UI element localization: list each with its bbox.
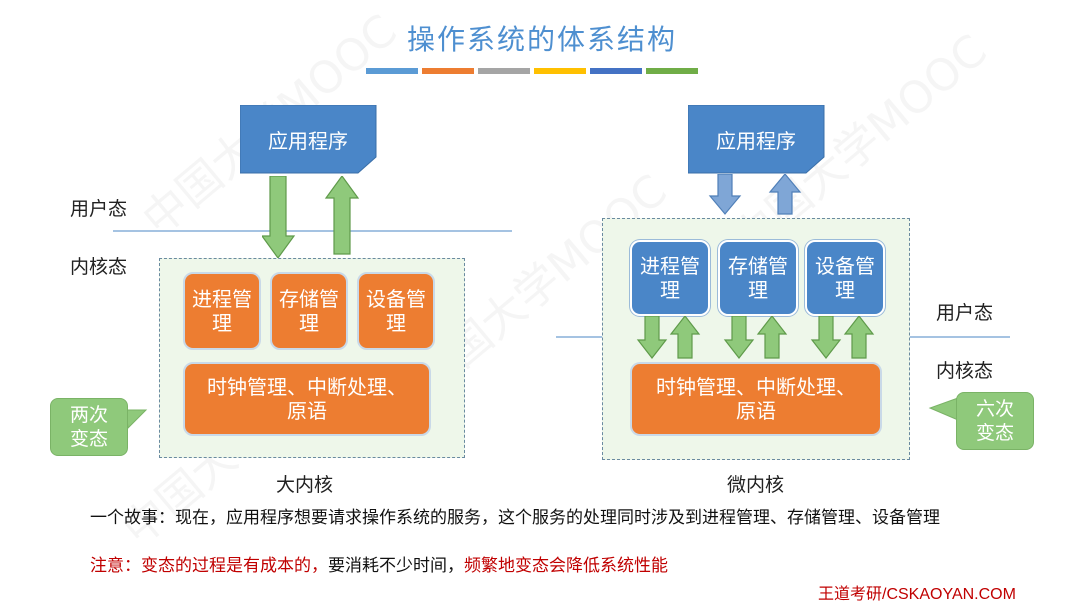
left-caption: 大内核 bbox=[276, 474, 334, 496]
right-callout: 六次变态 bbox=[956, 392, 1034, 450]
right-module-arrows bbox=[636, 316, 875, 359]
right-process-mgmt: 进程管理 bbox=[630, 240, 710, 316]
footer-brand: 王道考研/CSKAOYAN.COM bbox=[818, 586, 1016, 603]
story-text: 一个故事：现在，应用程序想要请求操作系统的服务，这个服务的处理同时涉及到进程管理… bbox=[90, 508, 940, 528]
left-up-arrow bbox=[324, 176, 360, 255]
right-app-arrows bbox=[708, 174, 802, 215]
right-user-mode-label: 用户态 bbox=[936, 302, 994, 324]
note-text: 注意：变态的过程是有成本的，要消耗不少时间，频繁地变态会降低系统性能 bbox=[90, 554, 990, 578]
page-title: 操作系统的体系结构 bbox=[406, 23, 677, 56]
note-prefix: 注意：变态的过程是有成本的， bbox=[90, 556, 328, 576]
right-down-arrow-app bbox=[708, 174, 742, 215]
left-process-mgmt: 进程管理 bbox=[183, 272, 261, 350]
left-kernel-mode-label: 内核态 bbox=[70, 256, 128, 278]
right-device-mgmt: 设备管理 bbox=[805, 240, 885, 316]
right-core-functions: 时钟管理、中断处理、原语 bbox=[630, 362, 882, 436]
right-up-arrow-app bbox=[768, 174, 802, 215]
right-memory-mgmt: 存储管理 bbox=[718, 240, 798, 316]
left-core-functions: 时钟管理、中断处理、原语 bbox=[183, 362, 431, 436]
left-callout: 两次变态 bbox=[50, 398, 128, 456]
left-user-mode-label: 用户态 bbox=[70, 198, 128, 220]
left-memory-mgmt: 存储管理 bbox=[270, 272, 348, 350]
left-arrows bbox=[262, 176, 360, 260]
left-device-mgmt: 设备管理 bbox=[357, 272, 435, 350]
right-caption: 微内核 bbox=[727, 474, 785, 496]
left-app-label: 应用程序 bbox=[268, 128, 348, 153]
right-kernel-mode-label: 内核态 bbox=[936, 360, 994, 382]
right-app-label: 应用程序 bbox=[716, 128, 796, 153]
note-suffix: 频繁地变态会降低系统性能 bbox=[464, 556, 668, 576]
title-color-bars bbox=[366, 68, 698, 74]
left-down-arrow bbox=[262, 176, 296, 260]
note-middle: 要消耗不少时间， bbox=[328, 556, 464, 576]
right-app-shape bbox=[688, 105, 825, 174]
left-app-shape bbox=[240, 105, 377, 174]
